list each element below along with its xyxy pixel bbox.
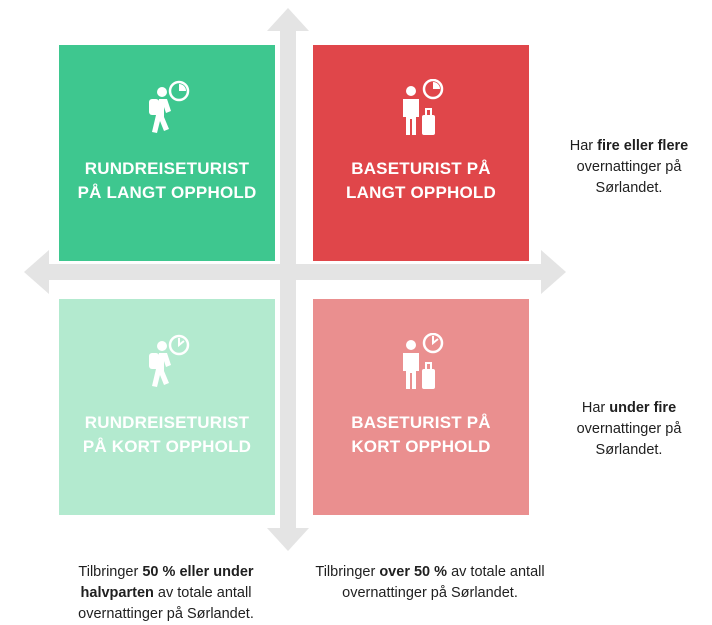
quadrant-title-line2: PÅ KORT OPPHOLD	[82, 437, 252, 456]
quadrant-title-line1: RUNDREISETURIST	[84, 159, 250, 178]
note-four-or-more-nights: Har fire eller flere overnattinger på Sø…	[548, 136, 710, 199]
quadrant-title-line2: LANGT OPPHOLD	[346, 183, 496, 202]
vertical-axis-arrow	[267, 8, 309, 551]
note-text: Tilbringer	[78, 564, 143, 580]
quadrant-title-line2: PÅ LANGT OPPHOLD	[77, 183, 257, 202]
quadrant-title-line1: BASETURIST PÅ	[351, 413, 491, 432]
backpacker-clock-icon	[135, 79, 199, 148]
note-text: overnattinger på Sørlandet.	[576, 421, 682, 458]
quadrant-base-short-stay: BASETURIST PÅ KORT OPPHOLD	[313, 299, 529, 515]
traveler-suitcase-clock-icon	[389, 332, 453, 402]
note-over-half: Tilbringer over 50 % av totale antall ov…	[312, 562, 548, 604]
note-text: overnattinger på Sørlandet.	[576, 159, 682, 196]
note-text: Har	[581, 400, 610, 416]
note-emphasis: 50 % eller under halvparten	[80, 564, 254, 601]
note-text: Har	[569, 138, 598, 154]
note-half-or-less: Tilbringer 50 % eller under halvparten a…	[48, 562, 284, 625]
note-emphasis: under fire	[609, 400, 677, 416]
quadrant-roundtrip-long-stay: RUNDREISETURIST PÅ LANGT OPPHOLD	[59, 45, 275, 261]
quadrant-title-line1: RUNDREISETURIST	[84, 413, 250, 432]
note-emphasis: over 50 %	[379, 564, 448, 580]
note-under-four-nights: Har under fire overnattinger på Sørlande…	[548, 398, 710, 461]
quadrant-base-long-stay: BASETURIST PÅ LANGT OPPHOLD	[313, 45, 529, 261]
quadrant-title-line2: KORT OPPHOLD	[351, 437, 491, 456]
note-text: Tilbringer	[315, 564, 380, 580]
quadrant-roundtrip-short-stay: RUNDREISETURIST PÅ KORT OPPHOLD	[59, 299, 275, 515]
horizontal-axis-arrow	[24, 250, 566, 294]
note-emphasis: fire eller flere	[597, 138, 689, 154]
traveler-suitcase-clock-icon	[389, 78, 453, 148]
note-text: av totale antall overnattinger på Sørlan…	[78, 585, 254, 622]
quadrant-title-line1: BASETURIST PÅ	[351, 159, 491, 178]
note-text: av totale antall overnattinger på Sørlan…	[342, 564, 545, 601]
backpacker-clock-icon	[135, 333, 199, 402]
